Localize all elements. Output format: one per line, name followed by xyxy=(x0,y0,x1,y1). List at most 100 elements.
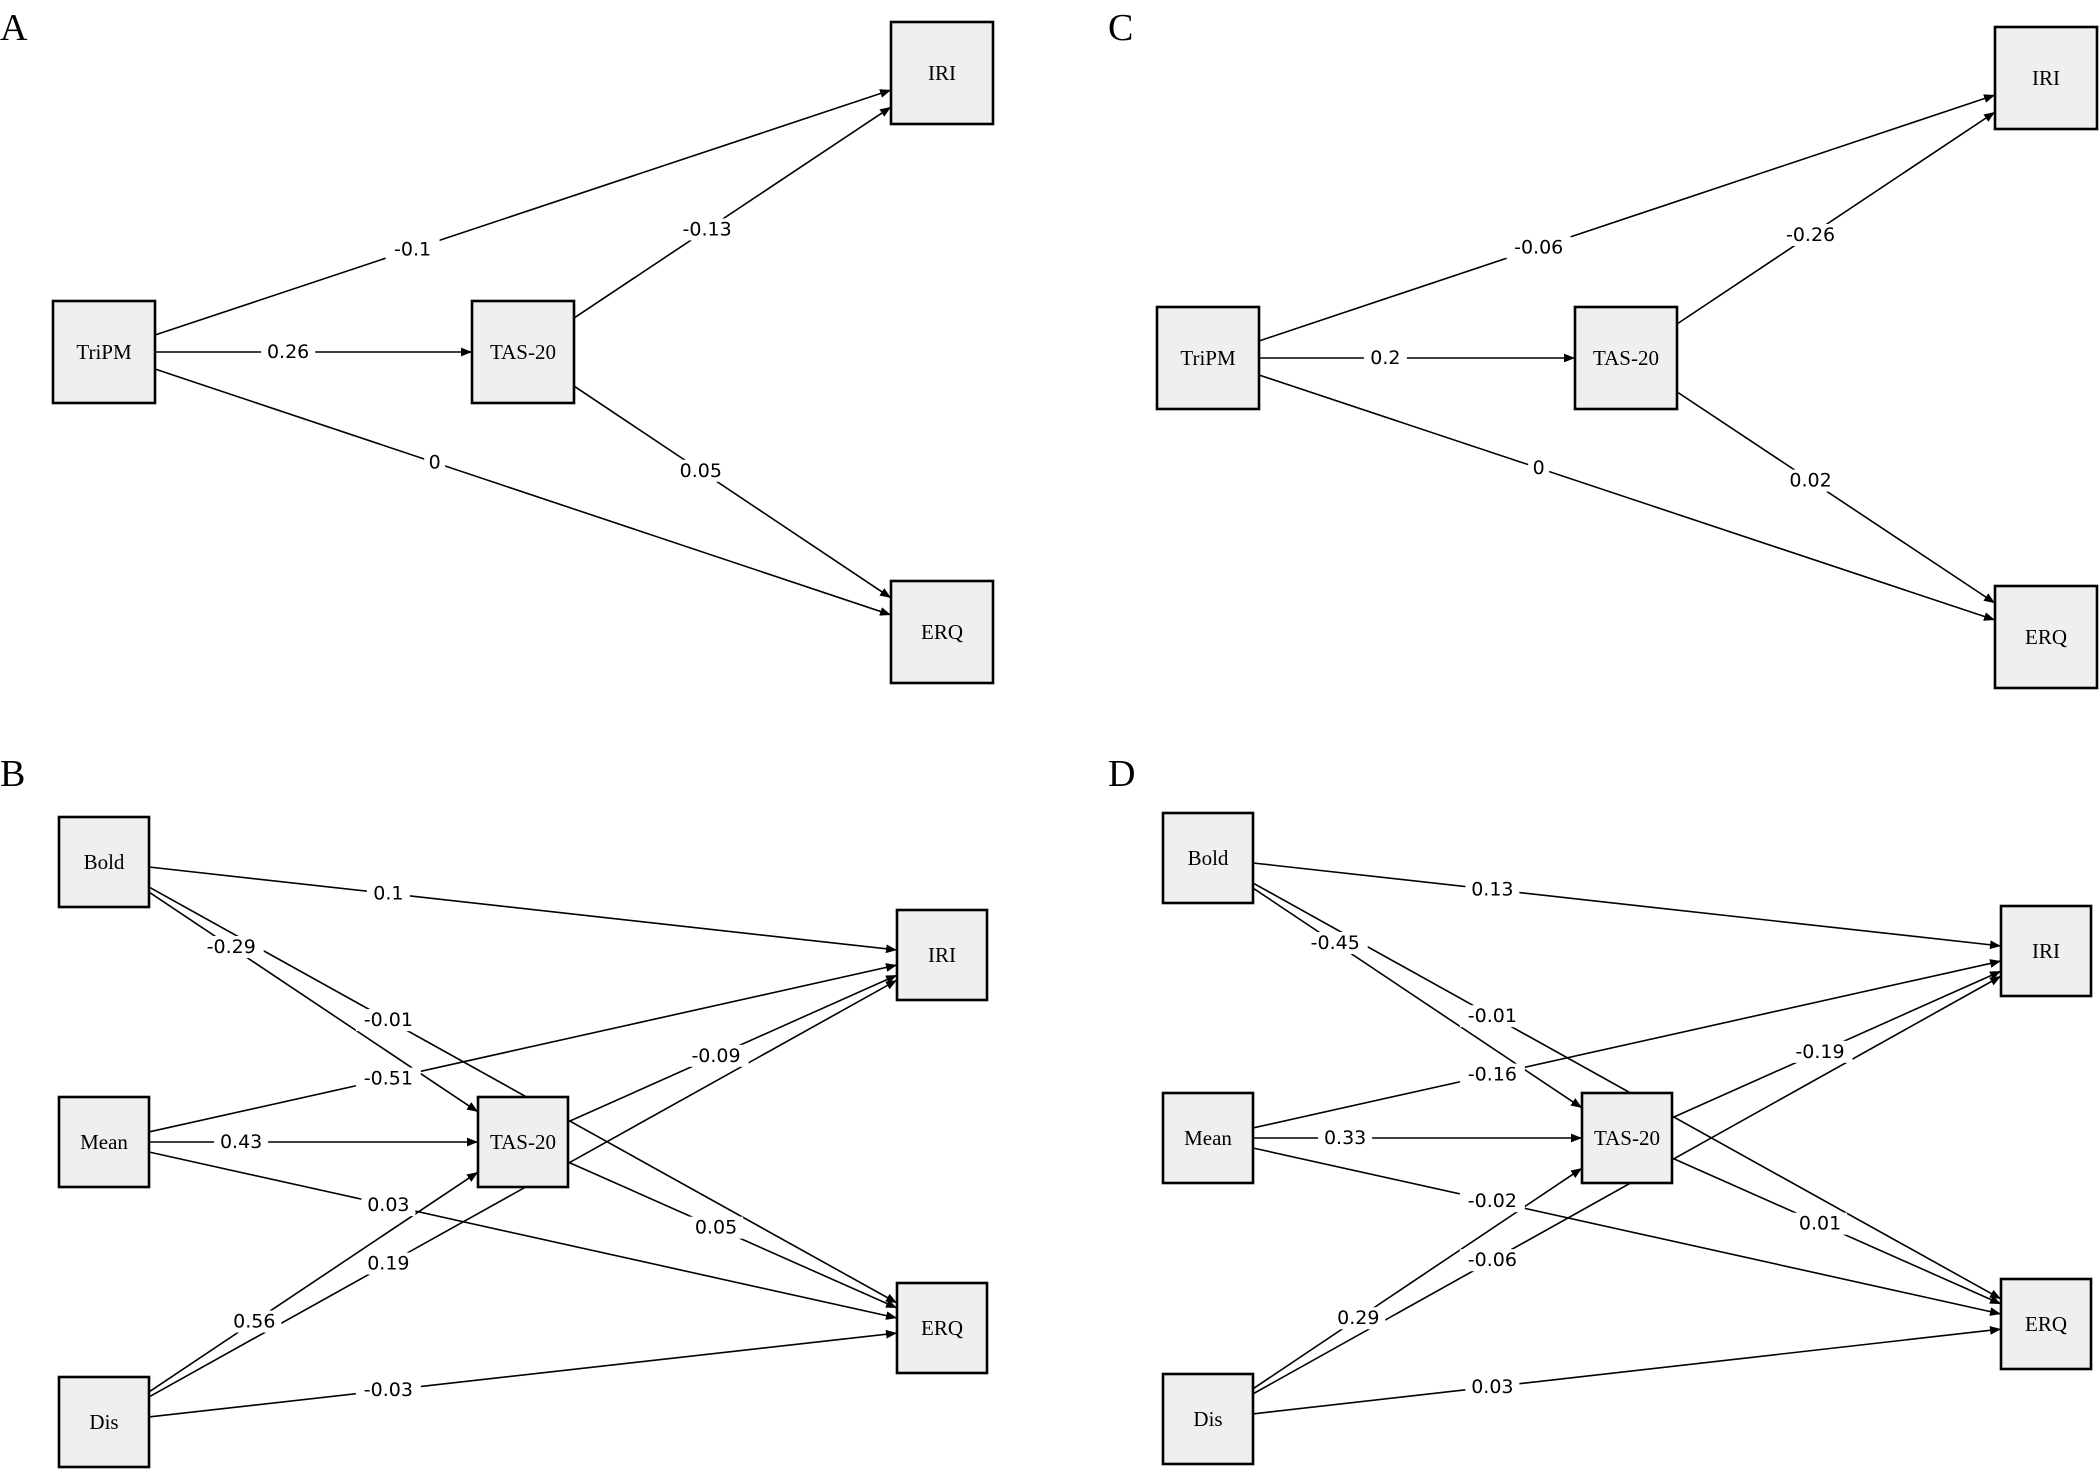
node-label: ERQ xyxy=(2025,625,2067,649)
edge-bold-to-erq xyxy=(148,886,898,1304)
edge-dis-to-erq xyxy=(1252,1325,2002,1415)
edge-label-background xyxy=(1465,1375,1520,1398)
edge-label-background xyxy=(424,451,446,474)
edge-dis-to-erq xyxy=(148,1329,898,1418)
edge-label-background xyxy=(385,238,440,261)
edge-label-background xyxy=(1331,1307,1386,1330)
edge-label-dis-to-iri: 0.19 xyxy=(367,1253,409,1275)
edge-label-background xyxy=(1528,457,1550,480)
edge-label-background xyxy=(366,882,410,905)
node-box xyxy=(57,1095,151,1189)
node-label: IRI xyxy=(2032,66,2060,90)
edge-label-background xyxy=(1793,1212,1848,1235)
node-box xyxy=(1580,1091,1674,1185)
edge-bold-to-tas20 xyxy=(1252,887,1583,1109)
edge-labels: -0.1 0.26 0 -0.13 0.05 xyxy=(261,218,740,482)
edge-label-bold-to-erq: -0.01 xyxy=(1468,1005,1517,1027)
edge-mean-to-iri xyxy=(1252,959,2002,1129)
edge-label-tas20-to-erq: 0.01 xyxy=(1799,1213,1841,1235)
edge-label-background xyxy=(1506,236,1572,259)
edge-label-background xyxy=(361,1252,416,1275)
node-label: Mean xyxy=(80,1130,128,1154)
node-label: Dis xyxy=(89,1410,118,1434)
edge-bold-to-iri xyxy=(1252,862,2002,950)
node-box xyxy=(895,908,989,1002)
edge-label-background xyxy=(673,459,728,482)
edge-label-background xyxy=(355,1379,421,1402)
node-dis: Dis xyxy=(1161,1372,1255,1466)
node-tas20: TAS-20 xyxy=(476,1095,570,1189)
edge-label-tripm-to-tas20: 0.2 xyxy=(1370,347,1400,369)
edge-label-mean-to-tas20: 0.43 xyxy=(220,1131,262,1153)
edge-label-mean-to-iri: -0.16 xyxy=(1468,1064,1517,1086)
edge-tripm-to-erq xyxy=(154,368,892,616)
edge-label-background xyxy=(1783,469,1838,492)
edge-label-background xyxy=(689,1216,744,1239)
edge-label-bold-to-tas20: -0.29 xyxy=(207,936,256,958)
edge-bold-to-tas20 xyxy=(148,891,479,1113)
edge-label-background xyxy=(1459,1249,1525,1272)
node-tas20: TAS-20 xyxy=(1573,305,1679,411)
node-label: IRI xyxy=(928,943,956,967)
edge-label-tas20-to-iri: -0.09 xyxy=(691,1045,740,1067)
edge-labels: 0.13-0.45-0.01-0.160.33-0.020.29-0.060.0… xyxy=(1302,878,1853,1398)
edge-label-background xyxy=(361,1194,416,1217)
edge-label-background xyxy=(1465,878,1520,901)
node-box xyxy=(1993,25,2099,131)
panel-letter-C: C xyxy=(1108,7,1133,49)
edges xyxy=(154,89,892,616)
edge-label-tas20-to-iri: -0.13 xyxy=(683,218,732,240)
edge-label-background xyxy=(1459,1005,1525,1028)
edge-label-dis-to-erq: -0.03 xyxy=(364,1379,413,1401)
node-dis: Dis xyxy=(57,1375,151,1469)
panel-letter-D: D xyxy=(1108,753,1135,795)
node-mean: Mean xyxy=(1161,1091,1255,1185)
edge-label-background xyxy=(1459,1063,1525,1086)
edge-label-background xyxy=(1778,223,1844,246)
node-label: TriPM xyxy=(76,340,132,364)
node-box xyxy=(476,1095,570,1189)
edge-tripm-to-iri xyxy=(154,89,892,336)
node-box xyxy=(1161,1091,1255,1185)
node-erq: ERQ xyxy=(889,579,995,685)
edge-label-tripm-to-tas20: 0.26 xyxy=(267,341,309,363)
node-box xyxy=(57,815,151,909)
edge-label-background xyxy=(1318,1127,1373,1149)
edge-label-tripm-to-erq: 0 xyxy=(429,451,441,473)
edge-label-tas20-to-erq: 0.05 xyxy=(680,460,722,482)
node-label: TAS-20 xyxy=(490,1130,556,1154)
node-mean: Mean xyxy=(57,1095,151,1189)
node-label: TAS-20 xyxy=(1594,1126,1660,1150)
edge-label-background xyxy=(261,341,316,363)
edge-label-background xyxy=(355,1067,421,1090)
edge-label-tripm-to-iri: -0.1 xyxy=(394,238,431,260)
edge-label-tripm-to-erq: 0 xyxy=(1533,457,1545,479)
node-erq: ERQ xyxy=(1999,1277,2093,1371)
edge-label-mean-to-tas20: 0.33 xyxy=(1324,1127,1366,1149)
edge-bold-to-erq xyxy=(1252,882,2002,1300)
panel-letter-A: A xyxy=(0,7,28,49)
node-iri: IRI xyxy=(895,908,989,1002)
node-box xyxy=(889,579,995,685)
node-erq: ERQ xyxy=(1993,584,2099,690)
edge-tas20-to-erq xyxy=(573,385,892,599)
edge-dis-to-tas20 xyxy=(148,1171,479,1393)
edge-label-dis-to-iri: -0.06 xyxy=(1468,1249,1517,1271)
node-box xyxy=(1999,1277,2093,1371)
edge-label-bold-to-tas20: -0.45 xyxy=(1311,932,1360,954)
edge-mean-to-erq xyxy=(1252,1147,2002,1316)
edge-label-tas20-to-iri: -0.26 xyxy=(1786,224,1835,246)
node-label: ERQ xyxy=(921,1316,963,1340)
edge-label-mean-to-erq: 0.03 xyxy=(367,1194,409,1216)
node-label: Mean xyxy=(1184,1126,1232,1150)
edge-labels: 0.1-0.29-0.01-0.510.430.030.560.19-0.03-… xyxy=(198,882,749,1402)
node-tas20: TAS-20 xyxy=(1580,1091,1674,1185)
edge-label-background xyxy=(1787,1040,1853,1063)
node-label: IRI xyxy=(2032,939,2060,963)
edge-tripm-to-iri xyxy=(1258,94,1996,342)
node-box xyxy=(1155,305,1261,411)
panel-D: D0.13-0.45-0.01-0.160.33-0.020.29-0.060.… xyxy=(1108,753,2093,1466)
